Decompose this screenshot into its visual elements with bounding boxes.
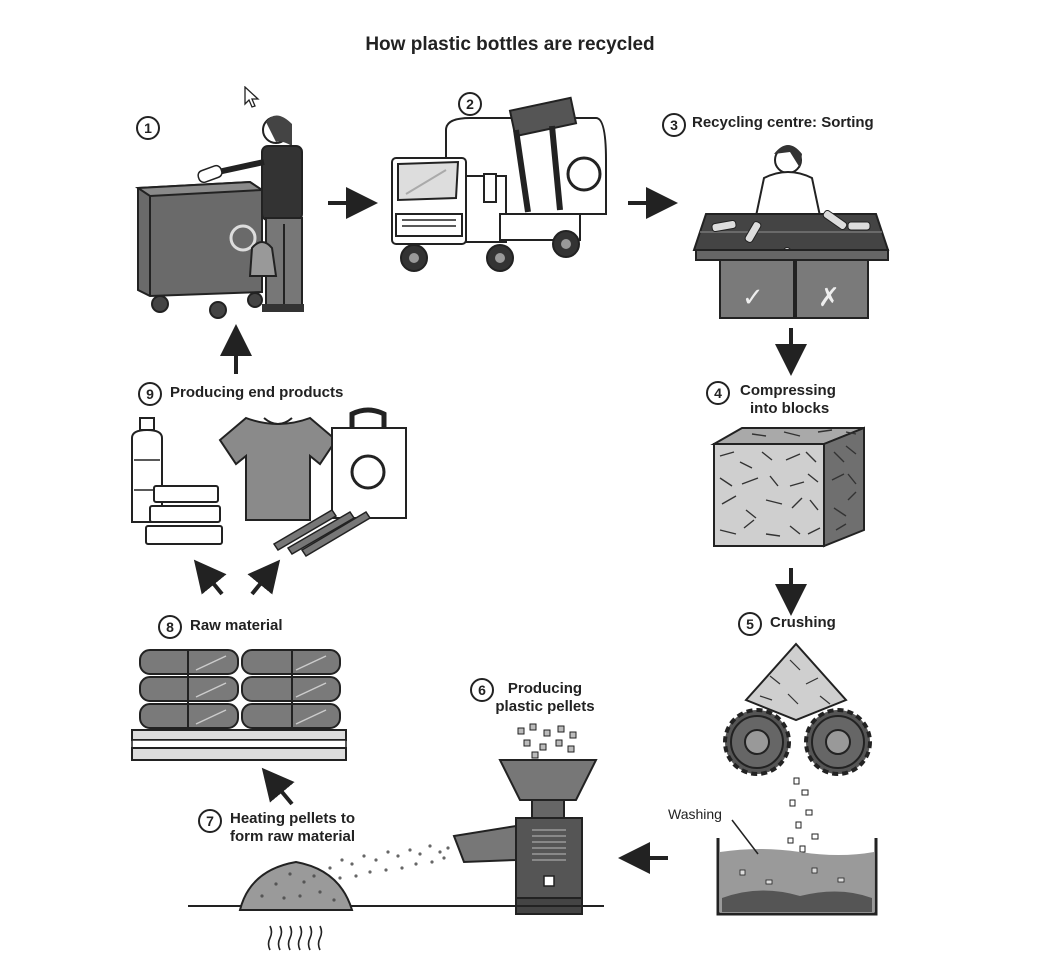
arrow-8-to-9-right <box>247 559 281 596</box>
step8-pallet-illustration <box>131 649 347 761</box>
step8-label: Raw material <box>190 617 283 634</box>
step1-bin-illustration <box>134 180 266 319</box>
step6-label-line1: Producing <box>507 680 583 697</box>
step2-truck-illustration <box>391 96 607 272</box>
washing-label: Washing <box>668 806 722 822</box>
step1-person-illustration <box>197 115 304 312</box>
arrow-7-to-8 <box>261 767 295 806</box>
step7-label-line1: Heating pellets to <box>230 810 356 827</box>
step4-label-line2: into blocks <box>750 400 830 417</box>
step7-heating-illustration <box>188 860 604 951</box>
sort-accept-mark: ✓ <box>742 282 764 312</box>
step6-label-line2: plastic pellets <box>495 698 595 715</box>
diagram-title: How plastic bottles are recycled <box>365 34 655 55</box>
step9-label: Producing end products <box>170 384 344 401</box>
step6-pellet-machine-illustration <box>452 723 598 915</box>
step5-label: Crushing <box>770 614 836 631</box>
step7-number: 7 <box>198 809 222 833</box>
washing-leader-line <box>731 819 759 855</box>
step9-number: 9 <box>138 382 162 406</box>
arrow-8-to-9-left <box>193 559 227 596</box>
step3-sorting-illustration <box>692 145 890 319</box>
step1-number: 1 <box>136 116 160 140</box>
step6-number: 6 <box>470 678 494 702</box>
mouse-cursor-icon <box>244 86 260 108</box>
step4-label-line1: Compressing <box>740 382 836 399</box>
step3-number: 3 <box>662 113 686 137</box>
washing-tank-illustration <box>716 819 878 916</box>
step4-number: 4 <box>706 381 730 405</box>
sort-reject-mark: ✗ <box>818 282 840 312</box>
step4-block-illustration <box>710 426 865 548</box>
step2-number: 2 <box>458 92 482 116</box>
step3-label: Recycling centre: Sorting <box>692 114 874 131</box>
step8-number: 8 <box>158 615 182 639</box>
step5-crusher-illustration <box>723 642 872 853</box>
step7-label-line2: form raw material <box>230 828 356 845</box>
step9-products-illustration <box>131 407 407 558</box>
step5-number: 5 <box>738 612 762 636</box>
